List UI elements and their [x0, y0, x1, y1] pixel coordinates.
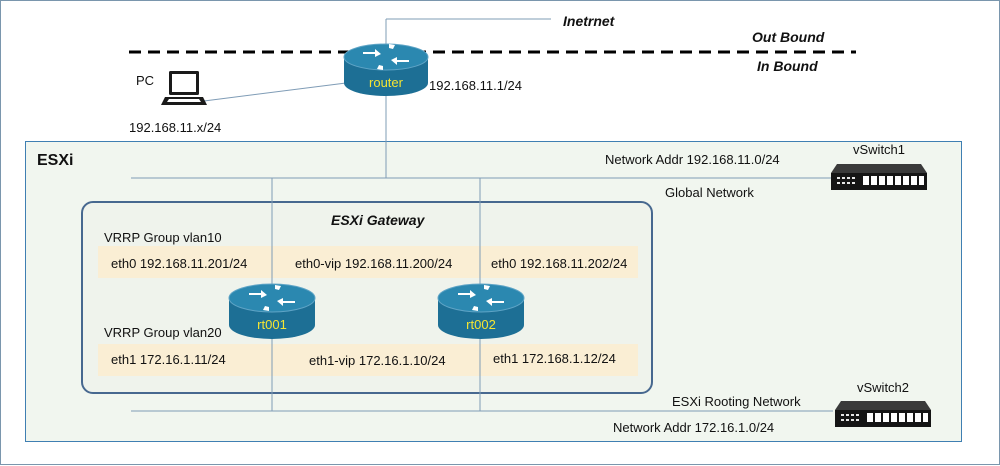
switch-icon	[835, 401, 931, 427]
rooting-network-addr: Network Addr 172.16.1.0/24	[613, 420, 775, 435]
switch-icon	[831, 164, 927, 190]
pc-address: 192.168.11.x/24	[129, 120, 222, 135]
eth0-vip-address: eth0-vip 192.168.11.200/24	[295, 256, 453, 271]
rt001-eth1-address: eth1 172.16.1.11/24	[111, 352, 226, 367]
rt001-eth0-address: eth0 192.168.11.201/24	[111, 256, 248, 271]
router-icon: router	[343, 43, 429, 96]
esxi-title: ESXi	[37, 152, 74, 169]
eth1-vip-address: eth1-vip 172.16.1.10/24	[309, 353, 446, 368]
vlan20-band	[98, 344, 638, 376]
out-bound-label: Out Bound	[752, 29, 825, 45]
vlan10-group-label: VRRP Group vlan10	[104, 230, 222, 245]
in-bound-label: In Bound	[757, 58, 818, 74]
global-network-label: Global Network	[665, 185, 754, 200]
rt001-router-icon: rt001	[228, 283, 316, 339]
gateway-title: ESXi Gateway	[331, 212, 425, 228]
global-network-addr: Network Addr 192.168.11.0/24	[605, 152, 780, 167]
rt002-router-icon: rt002	[437, 283, 525, 339]
rt002-eth0-address: eth0 192.168.11.202/24	[491, 256, 628, 271]
vswitch2-label: vSwitch2	[857, 380, 910, 395]
rt002-label: rt002	[466, 317, 496, 332]
vlan10-band	[98, 246, 638, 278]
rooting-network-label: ESXi Rooting Network	[672, 394, 801, 409]
vswitch1-label: vSwitch1	[853, 142, 906, 157]
rt001-label: rt001	[257, 317, 287, 332]
vlan20-group-label: VRRP Group vlan20	[104, 325, 222, 340]
internet-label: Inetrnet	[563, 13, 615, 29]
router-address: 192.168.11.1/24	[429, 78, 523, 93]
pc-label: PC	[136, 73, 155, 88]
laptop-icon	[161, 71, 207, 105]
router-label: router	[369, 75, 404, 90]
rt002-eth1-address: eth1 172.168.1.12/24	[493, 351, 616, 366]
